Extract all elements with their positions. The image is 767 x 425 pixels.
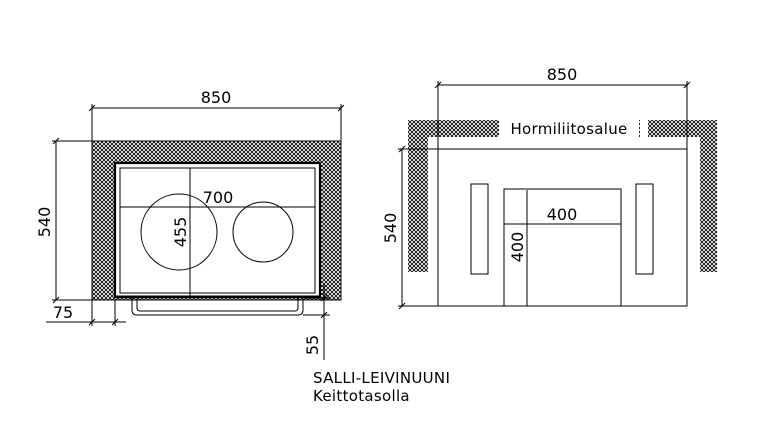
left-vent bbox=[470, 183, 489, 275]
flue-opening bbox=[503, 188, 622, 306]
inner-width-label: 700 bbox=[203, 188, 234, 207]
right-vent bbox=[635, 183, 654, 275]
front-gap-label: 55 bbox=[303, 335, 322, 355]
left-width-label: 850 bbox=[201, 88, 232, 107]
inner-depth-label: 455 bbox=[171, 217, 190, 248]
caption: SALLI-LEIVINUUNI Keittotasolla bbox=[313, 369, 450, 405]
side-gap-label: 75 bbox=[53, 303, 73, 322]
right-view: Hormiliitosalue 850 540 400 400 bbox=[381, 65, 717, 310]
large-burner bbox=[140, 193, 218, 271]
cooktop-inner-frame bbox=[119, 167, 316, 294]
caption-title: SALLI-LEIVINUUNI bbox=[313, 369, 450, 387]
back-wall-outline bbox=[437, 148, 688, 307]
cooktop-outer-frame bbox=[113, 161, 322, 299]
opening-width-label: 400 bbox=[547, 205, 578, 224]
left-depth-label: 540 bbox=[35, 207, 54, 238]
small-burner bbox=[232, 201, 294, 263]
left-view: 850 540 700 455 75 55 bbox=[35, 88, 345, 360]
caption-subtitle: Keittotasolla bbox=[313, 387, 410, 405]
oven-handle-rail-inner bbox=[136, 298, 299, 312]
chimney-zone-hatch bbox=[408, 120, 717, 272]
right-depth-label: 540 bbox=[381, 213, 400, 244]
chimney-zone-label: Hormiliitosalue bbox=[510, 120, 627, 138]
oven-handle-rail bbox=[131, 298, 304, 316]
left-hatched-wall bbox=[91, 140, 342, 301]
opening-height-label: 400 bbox=[508, 232, 527, 263]
right-width-label: 850 bbox=[547, 65, 578, 84]
